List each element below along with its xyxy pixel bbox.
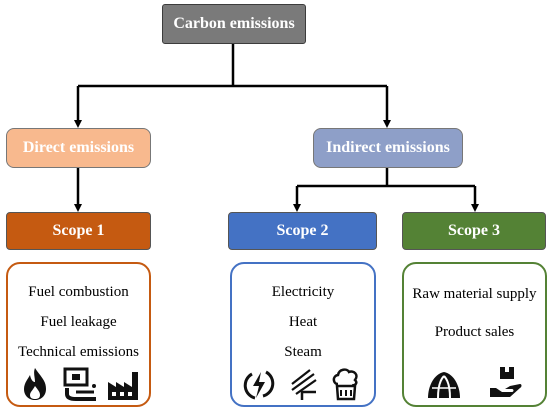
scope1-item: Technical emissions <box>17 344 139 360</box>
scope3-item: Product sales <box>434 324 515 340</box>
scope3-node: Scope 3 <box>402 212 546 250</box>
scope3-panel: Raw material supply Product sales <box>402 262 547 407</box>
heat-icon <box>291 369 317 400</box>
direct-emissions-node: Direct emissions <box>6 128 151 168</box>
scope2-panel: Electricity Heat Steam <box>230 262 376 407</box>
scope1-label: Scope 1 <box>52 222 105 239</box>
scope2-node: Scope 2 <box>228 212 377 250</box>
scope1-node: Scope 1 <box>6 212 151 250</box>
indirect-label: Indirect emissions <box>326 139 450 156</box>
root-label: Carbon emissions <box>173 15 295 32</box>
product-hand-icon <box>490 367 522 397</box>
scope1-panel: Fuel combustion Fuel leakage Technical e… <box>6 262 151 407</box>
scope3-item: Raw material supply <box>412 286 537 302</box>
scope2-item: Steam <box>284 344 322 360</box>
scope2-item: Electricity <box>271 284 335 300</box>
carbon-emissions-node: Carbon emissions <box>162 4 306 44</box>
pipe-leak-icon <box>63 367 96 401</box>
factory-icon <box>108 372 138 400</box>
scope2-label: Scope 2 <box>276 222 329 239</box>
indirect-emissions-node: Indirect emissions <box>313 128 463 168</box>
scope2-item: Heat <box>288 314 318 330</box>
flame-icon <box>24 368 46 400</box>
raw-material-icon <box>428 372 460 399</box>
lightning-icon <box>243 370 275 400</box>
scope1-item: Fuel leakage <box>40 314 117 330</box>
steam-pot-icon <box>332 368 358 401</box>
indirect-connector <box>297 168 475 188</box>
scope1-item: Fuel combustion <box>28 284 129 300</box>
root-connector <box>78 44 387 88</box>
direct-label: Direct emissions <box>22 139 135 156</box>
scope3-label: Scope 3 <box>448 222 500 239</box>
